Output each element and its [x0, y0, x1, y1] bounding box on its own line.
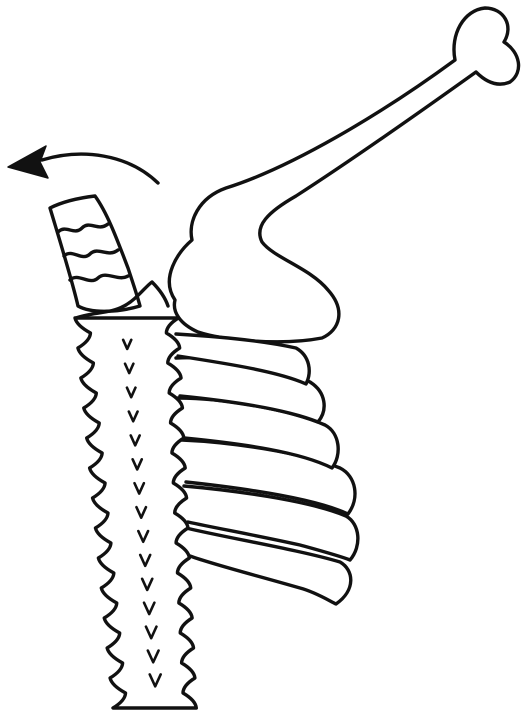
clavicle-outline — [169, 8, 518, 342]
rib-cage — [176, 334, 358, 604]
rotation-arrow-arc — [42, 154, 158, 183]
spine-outline — [75, 318, 196, 708]
cervical-vertebrae — [50, 196, 140, 311]
spinal-column — [75, 282, 196, 708]
rotation-arrow — [8, 146, 158, 183]
rotation-arrowhead-icon — [8, 146, 48, 178]
cervical-outline — [50, 196, 140, 311]
clavicle — [169, 8, 518, 342]
